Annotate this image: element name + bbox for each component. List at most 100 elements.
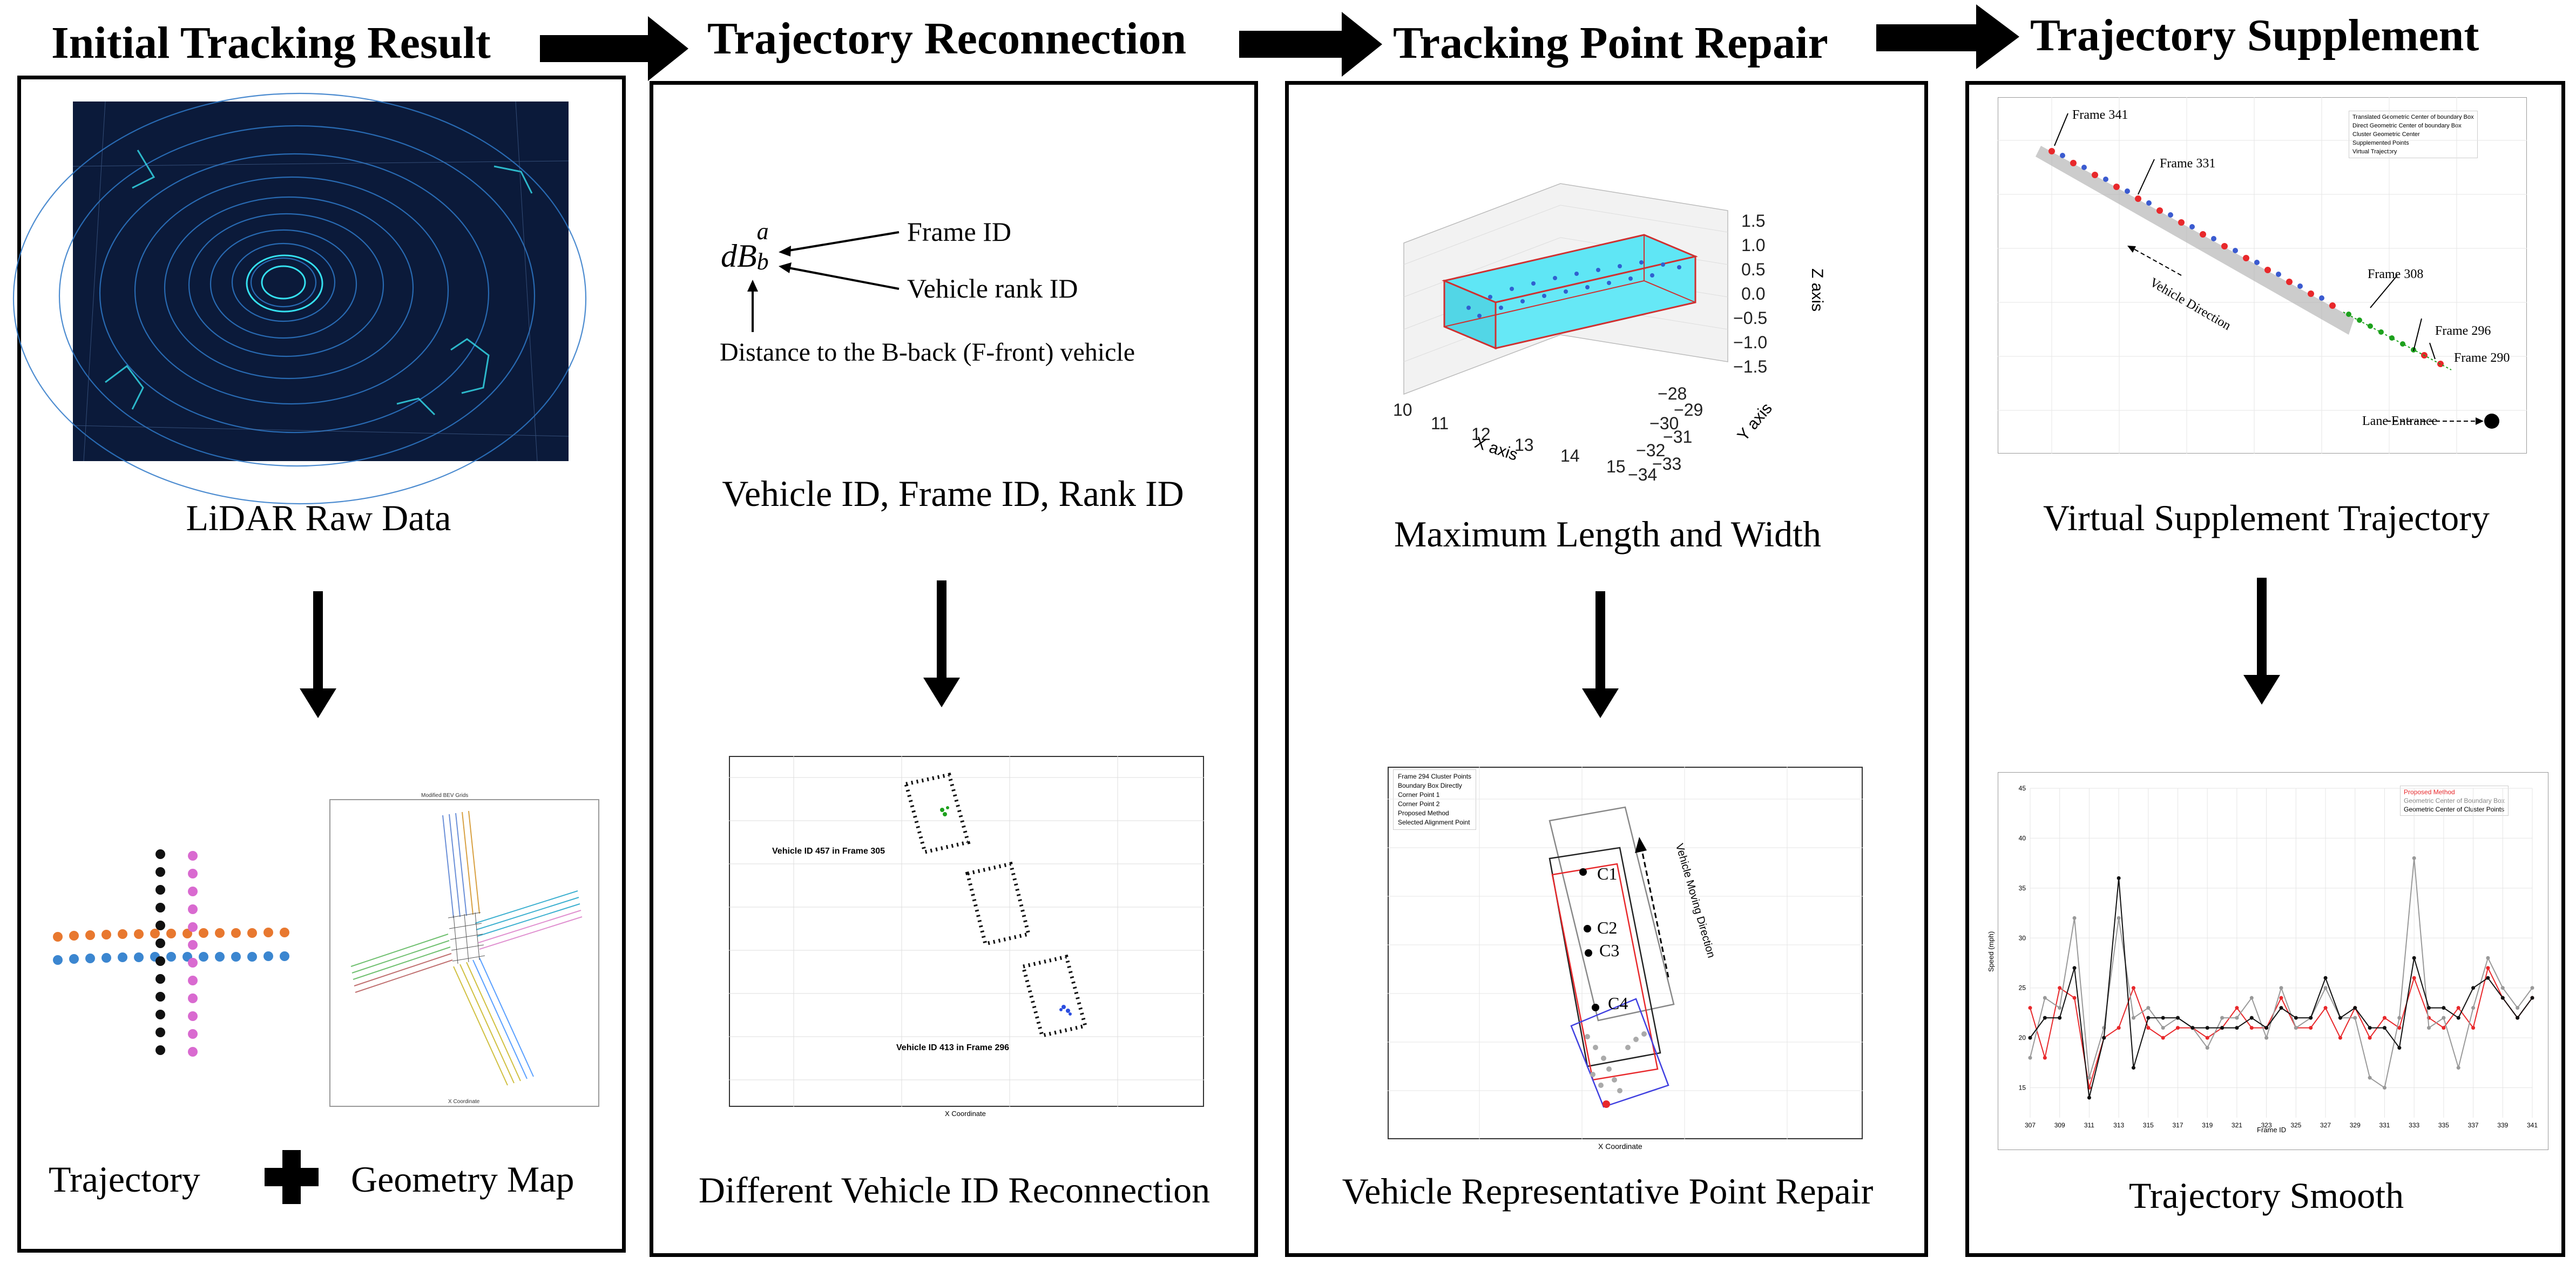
speed-series-point — [2249, 996, 2254, 1000]
speed-series-point — [2249, 1026, 2254, 1030]
speed-series-point — [2382, 1016, 2386, 1020]
speed-series-point — [2427, 1026, 2431, 1030]
caption-different-vehicle-id-reconnection: Different Vehicle ID Reconnection — [698, 1169, 1211, 1211]
speed-series-point — [2028, 1036, 2032, 1040]
speed-series-point — [2205, 1036, 2209, 1040]
speed-series-point — [2309, 1016, 2313, 1020]
geometry-map-drawing — [350, 810, 583, 1086]
point-label-c3: C3 — [1599, 941, 1620, 960]
legend-corner-point-2: Corner Point 2 — [1398, 800, 1440, 808]
speed-series-point — [2530, 996, 2534, 1000]
svg-text:13: 13 — [1515, 435, 1534, 455]
speed-series-point — [2043, 1056, 2047, 1060]
speed-series-point — [2205, 1026, 2209, 1030]
speed-ytick-label: 30 — [2019, 934, 2026, 942]
formula-arrows — [747, 231, 900, 332]
speed-series-point — [2486, 976, 2490, 980]
speed-series-point — [2058, 1006, 2062, 1010]
svg-text:−31: −31 — [1663, 427, 1692, 447]
speed-series-point — [2176, 1016, 2180, 1020]
traj-frame-290: Frame 290 — [2454, 351, 2510, 365]
speed-series-point — [2028, 1056, 2032, 1060]
speed-series-point — [2235, 1026, 2239, 1030]
speed-series-point — [2146, 1026, 2151, 1030]
speed-series-point — [2456, 1066, 2460, 1070]
speed-series-point — [2190, 1026, 2195, 1030]
svg-text:0.0: 0.0 — [1741, 284, 1765, 303]
caption-trajectory: Trajectory — [49, 1159, 200, 1200]
svg-text:−34: −34 — [1628, 465, 1657, 484]
speed-xtick-label: 307 — [2025, 1121, 2036, 1129]
speed-series-point — [2471, 986, 2476, 990]
speed-series-point — [2442, 1016, 2446, 1020]
speed-xtick-label: 331 — [2379, 1121, 2390, 1129]
speed-series-point — [2220, 1026, 2225, 1030]
speed-series-point — [2279, 986, 2283, 990]
formula-sub: b — [756, 248, 769, 275]
stage-title-trajectory-reconnection: Trajectory Reconnection — [707, 13, 1187, 64]
speed-series-point — [2353, 1016, 2357, 1020]
speed-ytick-label: 20 — [2019, 1034, 2026, 1042]
speed-series-point — [2117, 916, 2121, 920]
point-repair-legend: Frame 294 Cluster Points Boundary Box Di… — [1393, 769, 1477, 830]
speed-series-point — [2058, 986, 2062, 990]
stage-arrow-3 — [1876, 4, 2019, 69]
svg-text:−28: −28 — [1658, 384, 1687, 403]
speed-xtick-label: 323 — [2261, 1121, 2272, 1129]
speed-series-point — [2397, 1016, 2402, 1020]
traj-frame-331: Frame 331 — [2160, 157, 2216, 171]
legend-virtual-trajectory: Virtual Trajectory — [2352, 148, 2397, 155]
speed-series-point — [2412, 856, 2416, 860]
speed-series-point — [2294, 1016, 2298, 1020]
speed-series-point — [2486, 966, 2490, 970]
legend-supplemented-points: Supplemented Points — [2352, 140, 2409, 146]
caption-maximum-length-width: Maximum Length and Width — [1394, 513, 1822, 555]
speed-series-point — [2456, 1006, 2460, 1010]
speed-series-point — [2205, 1046, 2209, 1050]
svg-text:−0.5: −0.5 — [1733, 308, 1767, 328]
down-arrow-panel3 — [1582, 591, 1619, 718]
legend-speed-proposed: Proposed Method — [2404, 788, 2455, 796]
svg-text:10: 10 — [1393, 400, 1412, 420]
svg-text:−29: −29 — [1674, 400, 1703, 420]
svg-text:−33: −33 — [1652, 454, 1681, 474]
speed-series-point — [2353, 1006, 2357, 1010]
speed-xtick-label: 321 — [2232, 1121, 2242, 1129]
svg-text:11: 11 — [1431, 414, 1449, 433]
speed-series-point — [2117, 876, 2121, 880]
speed-xtick-label: 337 — [2468, 1121, 2479, 1129]
speed-series-point — [2264, 1036, 2269, 1040]
speed-series-point — [2471, 1026, 2476, 1030]
speed-series-point — [2117, 1026, 2121, 1030]
speed-series-point — [2412, 956, 2416, 960]
speed-series-point — [2442, 1006, 2446, 1010]
formula-sup: a — [756, 218, 769, 245]
speed-series-point — [2131, 1066, 2135, 1070]
speed-series-point — [2486, 956, 2490, 960]
legend-speed-boundary-box: Geometric Center of Boundary Box — [2404, 797, 2505, 804]
speed-series-point — [2530, 986, 2534, 990]
down-arrow-panel4 — [2243, 578, 2280, 705]
speed-series-point — [2500, 996, 2505, 1000]
speed-series-line — [2030, 858, 2533, 1089]
speed-series-point — [2382, 1026, 2386, 1030]
speed-series-point — [2397, 1026, 2402, 1030]
speed-series-point — [2161, 1016, 2165, 1020]
speed-series-point — [2397, 1046, 2402, 1050]
speed-xtick-label: 315 — [2143, 1121, 2154, 1129]
speed-series-point — [2043, 996, 2047, 1000]
stage-arrow-2 — [1239, 12, 1382, 77]
speed-xtick-label: 327 — [2320, 1121, 2331, 1129]
speed-series-point — [2382, 1086, 2386, 1090]
speed-series-point — [2442, 1026, 2446, 1030]
caption-geometry-map: Geometry Map — [351, 1159, 574, 1200]
speed-xtick-label: 339 — [2497, 1121, 2508, 1129]
speed-series-point — [2161, 1026, 2165, 1030]
speed-series-point — [2028, 1006, 2032, 1010]
speed-series-point — [2220, 1016, 2225, 1020]
traj-frame-308: Frame 308 — [2368, 267, 2424, 281]
reconnection-label-vehicle-413: Vehicle ID 413 in Frame 296 — [896, 1043, 1010, 1052]
speed-ytick-label: 40 — [2019, 834, 2026, 842]
speed-series-point — [2131, 986, 2135, 990]
